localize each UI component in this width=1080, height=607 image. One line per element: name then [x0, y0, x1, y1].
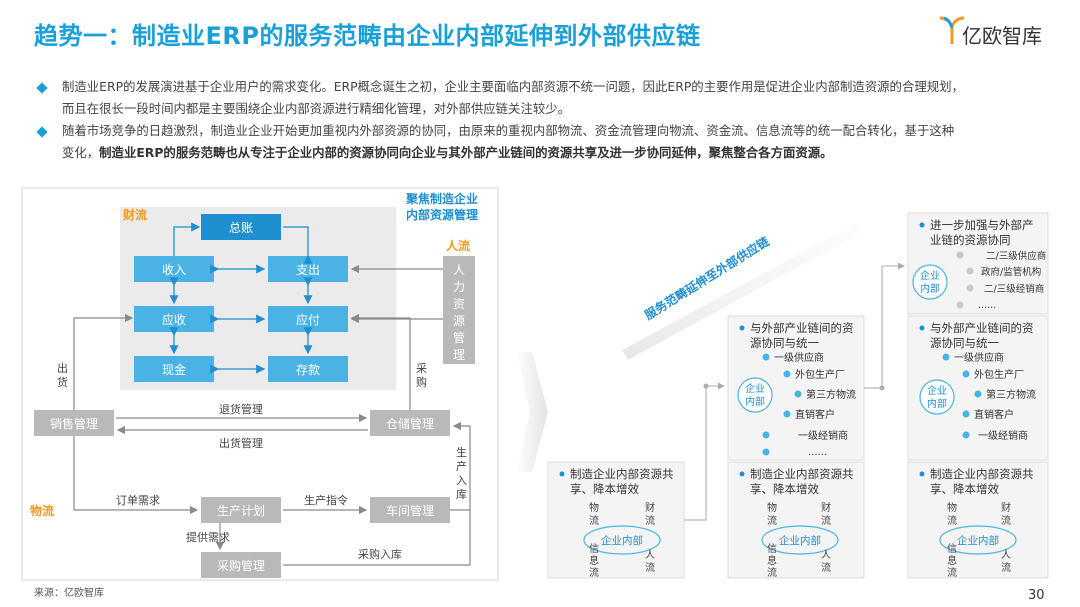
svg-text:物流: 物流 — [589, 501, 599, 527]
svg-text:信息流: 信息流 — [589, 543, 599, 579]
internal-resource-diagram: 财流 聚焦制造企业 内部资源管理 人流 物流 总账 收入 支出 应收 应付 现金… — [21, 187, 499, 581]
middle-panel-1: 与外部产业链间的资源协同与统一 企业内部 一级供应商 外包生产厂 第三方物流 直… — [727, 315, 865, 461]
production-plan-label: 生产计划 — [217, 504, 265, 518]
svg-text:企业内部: 企业内部 — [745, 382, 765, 408]
people-flow-label: 人流 — [446, 238, 470, 253]
transition-arrow — [516, 352, 548, 472]
income-label: 收入 — [162, 263, 186, 277]
logistics-flow-label: 物流 — [30, 503, 54, 518]
deposit-label: 存款 — [296, 363, 320, 377]
purchase-edge-label: 采购 — [416, 362, 427, 389]
hr-management-box — [443, 256, 475, 364]
svg-text:一级供应商: 一级供应商 — [954, 351, 1004, 364]
bullet-text-mixed: 变化，制造业ERP的服务范畴也从专注于企业内部的资源协同向企业与其外部产业链间的… — [62, 142, 1048, 164]
svg-text:企业内部: 企业内部 — [601, 534, 643, 547]
cash-box — [134, 356, 214, 382]
outer-panel: 进一步加强与外部产业链的资源协同 企业内部 二/三级供应商 政府/监管机构 二/… — [907, 212, 1049, 315]
inner-panel-1: 制造企业内部资源共享、降本增效 企业内部 物流 财流 信息流 人流 — [547, 461, 685, 579]
svg-text:制造企业内部资源共享、降本增效: 制造企业内部资源共享、降本增效 — [930, 467, 1034, 496]
svg-text:财流: 财流 — [821, 501, 831, 527]
page-title: 趋势一：制造业ERP的服务范畴由企业内部延伸到外部供应链 — [34, 22, 701, 50]
ledger-label: 总账 — [229, 221, 253, 235]
svg-text:人流: 人流 — [821, 549, 831, 574]
svg-text:企业内部: 企业内部 — [927, 384, 947, 410]
instruction-edge-label: 生产指令 — [304, 493, 348, 507]
svg-text:二/三级供应商: 二/三级供应商 — [986, 250, 1046, 262]
svg-text:信息流: 信息流 — [767, 543, 777, 579]
bullet-item: 随着市场竞争的日趋激烈，制造业企业开始更加重视内外部资源的协同，由原来的重视内部… — [36, 120, 1048, 164]
svg-text:外包生产厂: 外包生产厂 — [795, 368, 845, 381]
diagram-caption-line2: 内部资源管理 — [406, 207, 478, 222]
middle-panel-2: 与外部产业链间的资源协同与统一 企业内部 一级供应商 外包生产厂 第三方物流 直… — [907, 315, 1049, 461]
sales-management-label: 销售管理 — [50, 416, 98, 431]
bullet-text: 变化， — [62, 145, 100, 160]
payable-label: 应付 — [296, 312, 320, 327]
finance-flow-label: 财流 — [122, 207, 147, 222]
workshop-management-box — [370, 497, 450, 523]
bullet-text: 制造业ERP的发展演进基于企业用户的需求变化。ERP概念诞生之初，企业主要面临内… — [62, 79, 964, 94]
svg-text:第三方物流: 第三方物流 — [986, 388, 1036, 401]
inner-panel-2: 制造企业内部资源共享、降本增效 企业内部 物流 财流 信息流 人流 — [727, 461, 865, 579]
hr-management-label: 人力资源管理 — [453, 263, 465, 362]
bullet-bold-text: 制造业ERP的服务范畴也从专注于企业内部的资源协同向企业与其外部产业链间的资源共… — [99, 145, 833, 160]
svg-text:政府/监管机构: 政府/监管机构 — [981, 266, 1041, 278]
svg-text:人流: 人流 — [1001, 549, 1011, 574]
svg-text:......: ...... — [978, 300, 996, 311]
ledger-box — [201, 214, 281, 240]
svg-text:一级经销商: 一级经销商 — [978, 429, 1028, 442]
svg-text:二/三级经销商: 二/三级经销商 — [984, 283, 1044, 295]
warehouse-management-box — [370, 410, 450, 436]
bullet-text: 而且在很长一段时间内都是主要围绕企业内部资源进行精细化管理，对外部供应链关注较少… — [62, 101, 571, 116]
purchase-management-box — [201, 552, 281, 578]
svg-text:制造企业内部资源共享、降本增效: 制造企业内部资源共享、降本增效 — [750, 467, 854, 496]
purchase-management-label: 采购管理 — [217, 558, 265, 573]
svg-text:制造企业内部资源共享、降本增效: 制造企业内部资源共享、降本增效 — [570, 467, 674, 496]
deposit-box — [268, 356, 348, 382]
bullet-item: 制造业ERP的发展演进基于企业用户的需求变化。ERP概念诞生之初，企业主要面临内… — [36, 76, 1048, 120]
workshop-management-label: 车间管理 — [386, 503, 434, 518]
svg-text:直销客户: 直销客户 — [974, 408, 1014, 421]
warehouse-management-label: 仓储管理 — [386, 416, 434, 431]
company-logo — [939, 16, 965, 44]
svg-text:企业内部: 企业内部 — [920, 269, 940, 295]
bullet-list: 制造业ERP的发展演进基于企业用户的需求变化。ERP概念诞生之初，企业主要面临内… — [36, 76, 1048, 164]
sales-management-box — [34, 410, 114, 436]
shipping-edge-label: 出货管理 — [219, 436, 263, 450]
svg-text:财流: 财流 — [645, 501, 655, 527]
svg-text:进一步加强与外部产业链的资源协同: 进一步加强与外部产业链的资源协同 — [930, 218, 1034, 247]
svg-text:一级经销商: 一级经销商 — [798, 429, 848, 442]
svg-text:一级供应商: 一级供应商 — [774, 351, 824, 364]
svg-text:企业内部: 企业内部 — [957, 534, 999, 547]
expense-label: 支出 — [296, 263, 320, 277]
supply-chain-panels: 制造企业内部资源共享、降本增效 企业内部 物流 财流 信息流 人流 制造企业内部… — [547, 212, 1049, 579]
svg-text:第三方物流: 第三方物流 — [806, 388, 856, 401]
logo-text: 亿欧智库 — [962, 24, 1042, 48]
svg-text:......: ...... — [808, 447, 827, 458]
inner-panel-3: 制造企业内部资源共享、降本增效 企业内部 物流 财流 信息流 人流 — [907, 461, 1049, 579]
shipment-edge-label: 出货 — [57, 361, 68, 389]
svg-text:人流: 人流 — [645, 549, 655, 574]
svg-text:物流: 物流 — [947, 501, 957, 527]
svg-text:直销客户: 直销客户 — [795, 408, 835, 421]
svg-text:财流: 财流 — [1001, 501, 1011, 527]
production-plan-box — [201, 497, 281, 523]
return-edge-label: 退货管理 — [219, 402, 263, 416]
page-number: 30 — [1028, 588, 1045, 603]
source-note: 来源：亿欧智库 — [34, 588, 104, 599]
svg-text:与外部产业链间的资源协同与统一: 与外部产业链间的资源协同与统一 — [750, 321, 854, 350]
production-in-edge-label: 生产入库 — [456, 445, 467, 501]
cash-label: 现金 — [162, 362, 186, 377]
svg-text:与外部产业链间的资源协同与统一: 与外部产业链间的资源协同与统一 — [930, 321, 1034, 350]
svg-text:企业内部: 企业内部 — [779, 534, 821, 547]
receivable-label: 应收 — [162, 312, 186, 327]
svg-text:物流: 物流 — [767, 501, 777, 527]
diagram-caption-line1: 聚焦制造企业 — [405, 191, 478, 206]
supply-edge-label: 提供需求 — [186, 530, 230, 544]
svg-text:外包生产厂: 外包生产厂 — [974, 368, 1024, 381]
svg-text:信息流: 信息流 — [947, 543, 957, 579]
bullet-text: 随着市场竞争的日趋激烈，制造业企业开始更加重视内外部资源的协同，由原来的重视内部… — [62, 123, 955, 138]
purchase-in-edge-label: 采购入库 — [358, 547, 402, 561]
order-edge-label: 订单需求 — [116, 494, 160, 507]
